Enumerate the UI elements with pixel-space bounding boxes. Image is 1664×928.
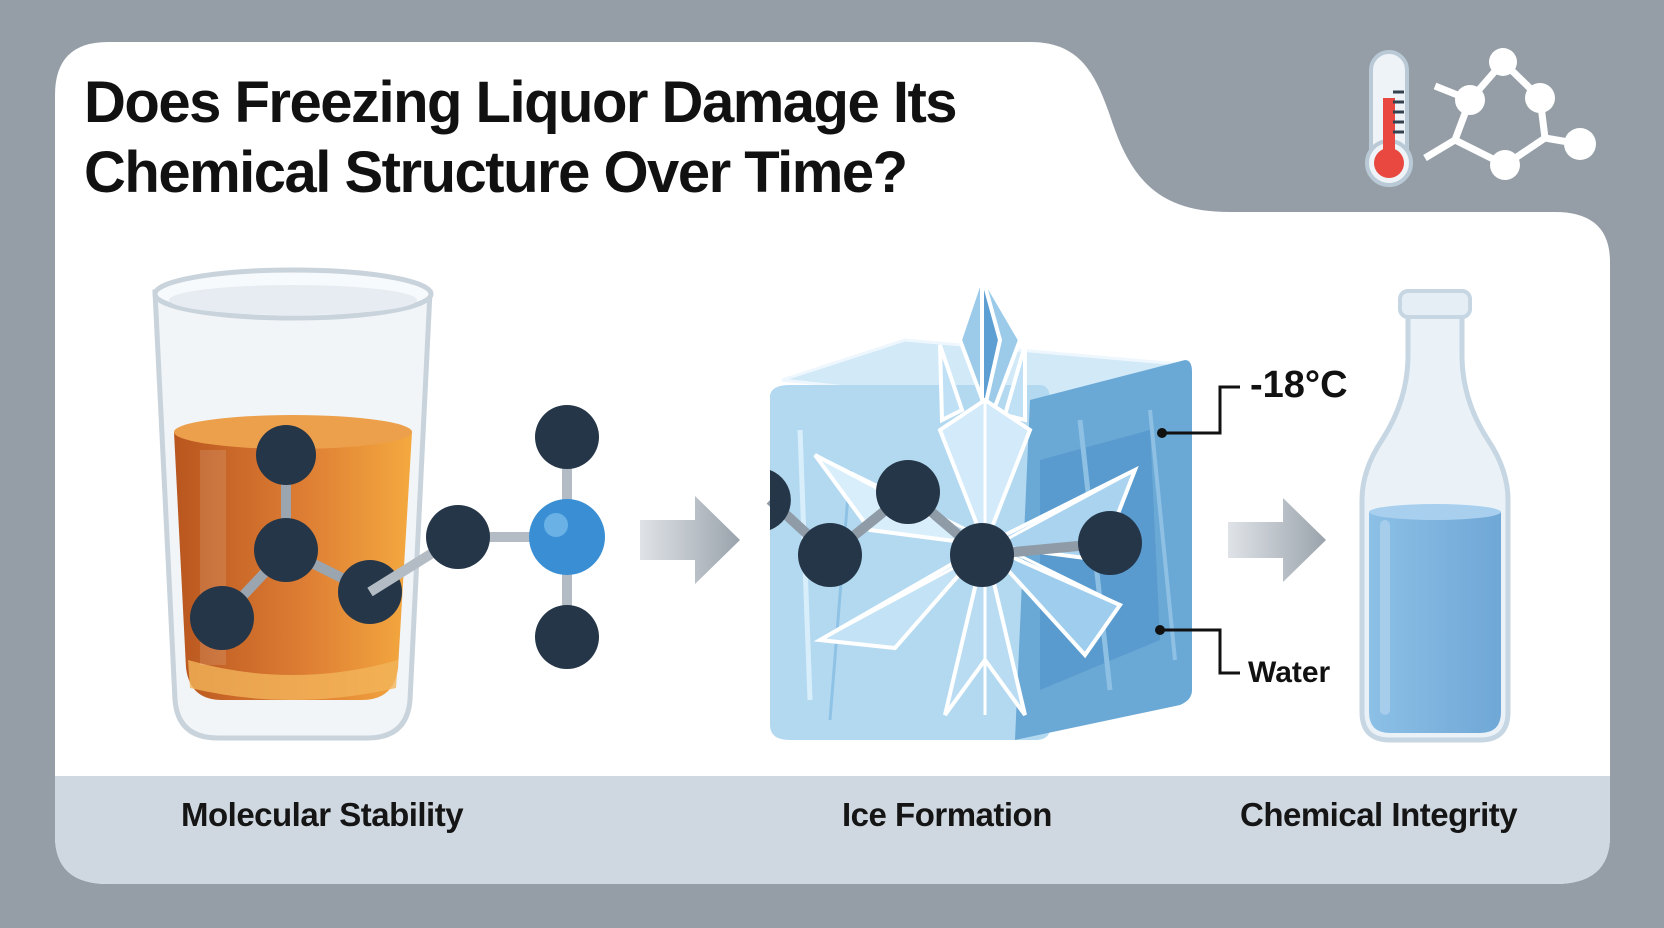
- thermometer-icon: [1365, 50, 1413, 187]
- caption-band: [55, 776, 1610, 884]
- water-label: Water: [1248, 656, 1331, 689]
- caption-chemical-integrity: Chemical Integrity: [1240, 796, 1518, 833]
- callout-lines: [1155, 385, 1240, 675]
- arrow-right: [640, 496, 740, 584]
- arrow-right-2: [1228, 498, 1326, 582]
- alcohol-molecule: [367, 405, 605, 669]
- molecule-icon: [1423, 48, 1596, 180]
- caption-molecular-stability: Molecular Stability: [181, 796, 464, 833]
- ice-cube: [766, 270, 1192, 740]
- caption-ice-formation: Ice Formation: [842, 796, 1052, 833]
- page-title: Does Freezing Liquor Damage Its Chemical…: [84, 68, 1084, 208]
- title-line-1: Does Freezing Liquor Damage Its: [84, 70, 958, 135]
- title-line-2: Chemical Structure Over Time?: [84, 140, 908, 205]
- water-bottle: [1359, 289, 1511, 743]
- temperature-label: -18°C: [1250, 364, 1348, 406]
- liquor-glass: [152, 267, 434, 741]
